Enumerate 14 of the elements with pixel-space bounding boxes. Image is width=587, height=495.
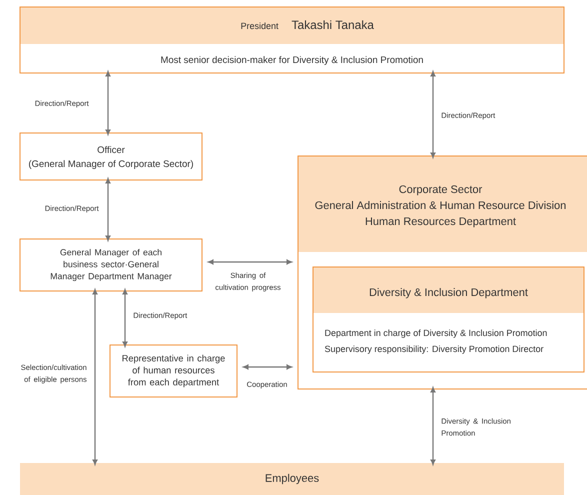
arrow (430, 387, 436, 465)
department-box: Diversity & Inclusion Department Department in charge of Diversity & Inclusion Promotion Supervisory responsibility: Diversity Promotion Director (312, 266, 584, 372)
arrow (430, 71, 436, 158)
arrow (106, 178, 110, 241)
arrow (92, 289, 98, 465)
arrow (122, 289, 128, 347)
president-box: President Takashi Tanaka Most senior decision-maker for Diversity & Inclusion Promotion (20, 6, 564, 74)
officer-box: Officer (General Manager of Corporate Sector) (20, 132, 202, 180)
arrow (243, 364, 292, 370)
manager-box: General Manager of each business sector·General Manager Department Manager (20, 238, 202, 292)
representative-box: Representative in charge of human resources from each department (110, 344, 238, 398)
arrow (208, 260, 292, 264)
employees-band: Employees (20, 463, 564, 495)
arrow (106, 71, 110, 135)
